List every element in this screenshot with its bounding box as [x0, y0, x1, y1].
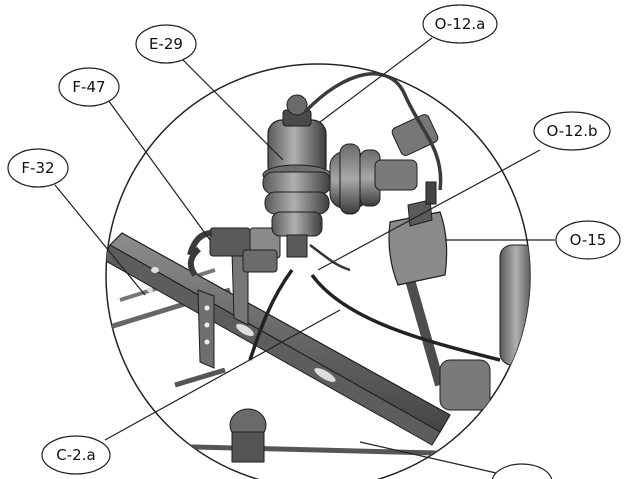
- callout-bottom-right-partial: [491, 463, 553, 479]
- leader-f47: [107, 99, 211, 241]
- lower-insulators: [229, 244, 530, 463]
- cable: [248, 72, 501, 362]
- leader-o12a: [319, 37, 433, 123]
- o15-housing: [388, 181, 448, 286]
- mounting-channel-bar: [106, 232, 451, 446]
- insulator-body: [262, 94, 332, 258]
- leader-e29: [182, 59, 284, 161]
- callout-f47-label: F-47: [72, 78, 105, 96]
- callout-f47: F-47: [58, 67, 120, 107]
- bellows-boot: [329, 114, 439, 215]
- hinge-clamp: [187, 227, 281, 277]
- callout-o12a-label: O-12.a: [435, 15, 486, 33]
- callout-f32-label: F-32: [21, 159, 54, 177]
- leader-bottom-right: [359, 441, 506, 476]
- callout-c2a-label: C-2.a: [56, 446, 95, 464]
- leader-c2a: [104, 309, 341, 441]
- leader-o12b: [317, 149, 541, 271]
- callout-o12b: O-12.b: [533, 111, 611, 151]
- callout-o15: O-15: [555, 220, 621, 260]
- callout-o12b-label: O-12.b: [546, 122, 597, 140]
- detail-circle: [105, 63, 531, 479]
- callout-f32: F-32: [7, 148, 69, 188]
- callout-o15-label: O-15: [570, 231, 607, 249]
- callout-c2a: C-2.a: [41, 435, 111, 475]
- leader-lines: [54, 37, 555, 476]
- callout-o12a: O-12.a: [422, 4, 498, 44]
- callout-e29-label: E-29: [149, 35, 183, 53]
- leader-f32: [54, 184, 146, 296]
- callout-e29: E-29: [135, 24, 197, 64]
